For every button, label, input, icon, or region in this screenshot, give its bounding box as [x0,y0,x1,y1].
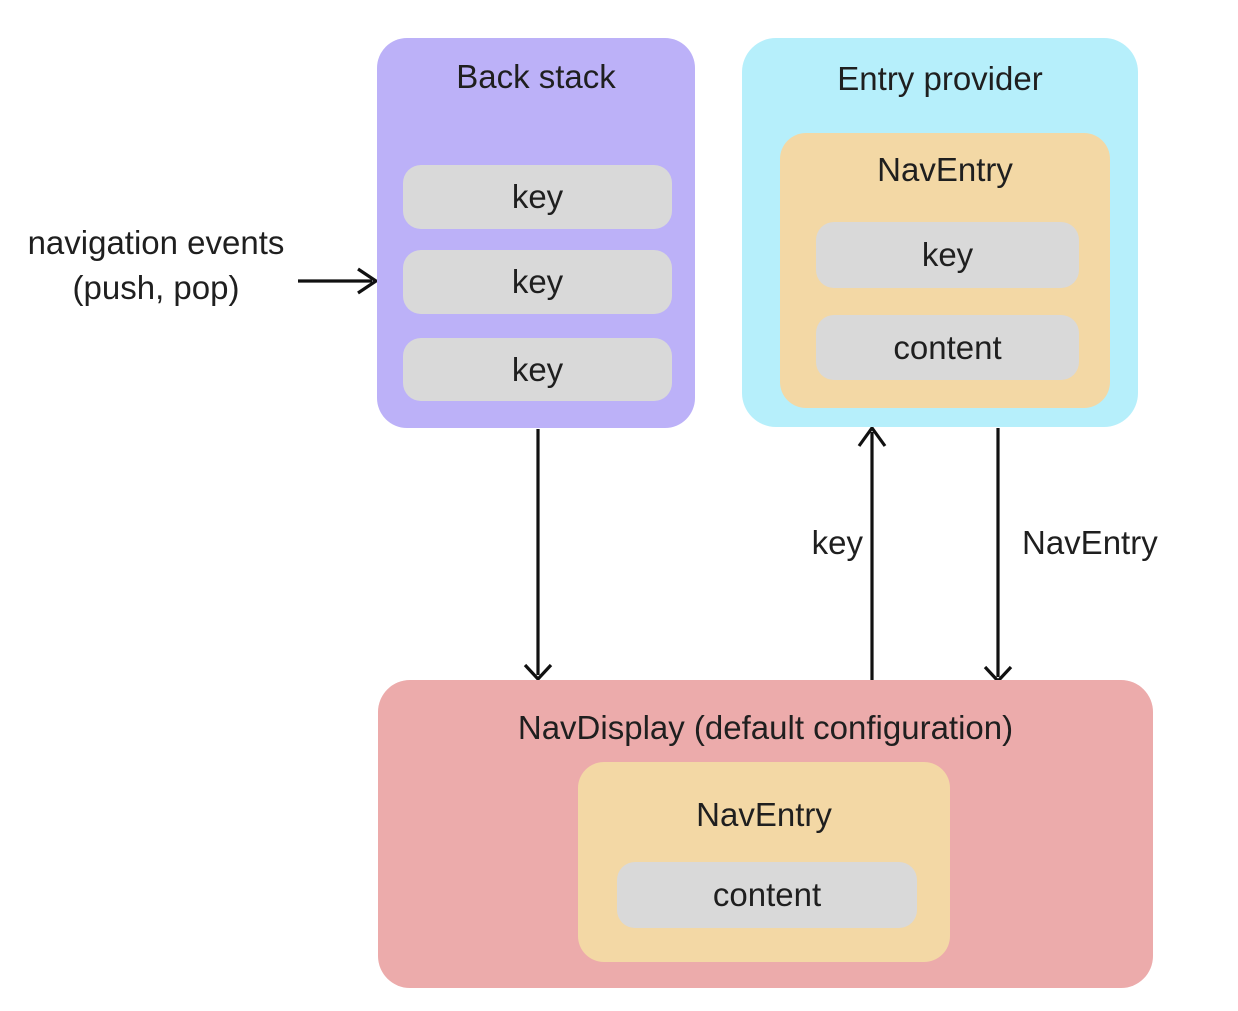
entry-provider-nav-entry-box: NavEntry key content [780,133,1110,408]
entry-provider-box: Entry provider NavEntry key content [742,38,1138,427]
arrow-back-stack-to-nav-display [523,429,553,682]
nav-entry-title: NavEntry [696,796,832,833]
nav-display-box: NavDisplay (default configuration) NavEn… [378,680,1153,988]
nav-entry-key-pill: key [816,222,1079,288]
nav-display-title: NavDisplay (default configuration) [517,709,1014,746]
nav-events-line2: (push, pop) [72,269,240,306]
back-stack-key-pill: key [403,165,672,229]
back-stack-title: Back stack [456,58,616,95]
nav-events-label: navigation events (push, pop) [10,220,302,310]
back-stack-key-pill: key [403,250,672,314]
arrow-nav-events-to-back-stack [298,267,379,295]
entry-provider-title: Entry provider [837,60,1043,97]
nav-entry-title: NavEntry [877,151,1013,188]
nav-entry-content-pill: content [617,862,917,928]
nav-entry-edge-label: NavEntry [1022,524,1158,561]
back-stack-box: Back stack key key key [377,38,695,428]
nav-entry-content-pill: content [816,315,1079,380]
key-edge-label: key [811,524,863,561]
nav-events-line1: navigation events [27,224,285,261]
back-stack-key-pill: key [403,338,672,401]
arrow-entry-provider-to-nav-display [983,428,1013,684]
nav-display-nav-entry-box: NavEntry content [578,762,950,962]
